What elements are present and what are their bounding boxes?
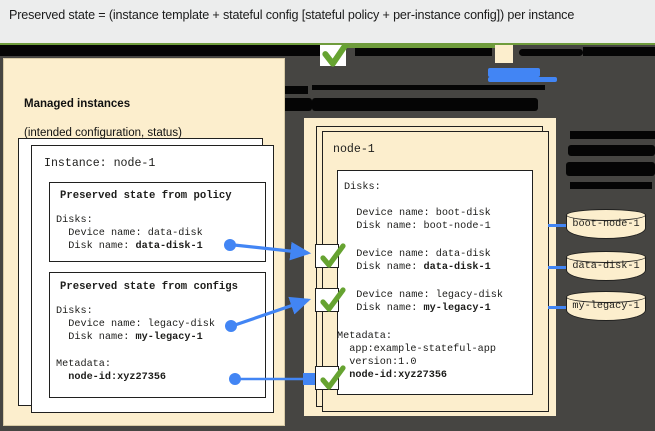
disk-label: data-disk-1 xyxy=(572,261,640,272)
configs-box-metadata-label: Metadata: xyxy=(56,359,112,370)
node-metadata-version: version:1.0 xyxy=(337,357,417,368)
policy-box-disks-label: Disks: xyxy=(56,215,93,226)
green-rule xyxy=(330,44,502,48)
node-card-heading: node-1 xyxy=(333,143,375,156)
policy-box-disk-name-value: data-disk-1 xyxy=(135,241,203,252)
node-legacy-disk-value: my-legacy-1 xyxy=(423,303,491,314)
redacted-bar xyxy=(312,85,545,90)
configs-box-disk-name-label: Disk name: xyxy=(56,332,136,343)
configs-box-device-name: Device name: legacy-disk xyxy=(56,319,215,330)
disk-label: my-legacy-1 xyxy=(572,301,640,312)
redacted-bar xyxy=(566,162,655,176)
node-data-disk-label: Disk name: xyxy=(344,262,424,273)
disk-link-boot xyxy=(548,224,570,227)
disk-top xyxy=(566,291,646,303)
policy-box-title: Preserved state from policy xyxy=(60,190,232,202)
redacted-bar xyxy=(0,45,338,56)
node-legacy-disk-row: Disk name: my-legacy-1 xyxy=(344,302,491,315)
node-data-device: Device name: data-disk xyxy=(344,249,491,260)
policy-box-device-name: Device name: data-disk xyxy=(56,228,203,239)
node-boot-device: Device name: boot-disk xyxy=(344,208,491,219)
cream-chip xyxy=(495,45,513,63)
disk-top xyxy=(566,209,646,221)
redacted-bar xyxy=(570,182,652,189)
redacted-bar xyxy=(570,131,655,139)
configs-box-metadata-value: node-id:xyz27356 xyxy=(56,372,167,383)
node-data-disk-row: Disk name: data-disk-1 xyxy=(344,261,491,274)
check-badge-metadata xyxy=(315,365,346,390)
node-metadata-label: Metadata: xyxy=(337,331,393,342)
header-band xyxy=(0,0,655,45)
redacted-bar xyxy=(583,47,655,56)
check-badge-data-disk xyxy=(315,243,346,268)
disk-cylinder-data-disk-1: data-disk-1 xyxy=(566,251,646,283)
configs-box-disk-name-row: Disk name: my-legacy-1 xyxy=(56,331,203,344)
policy-box-disk-name-label: Disk name: xyxy=(56,241,136,252)
instance-card-heading: Instance: node-1 xyxy=(44,157,156,170)
header-caption: Preserved state = (instance template + s… xyxy=(9,8,575,22)
check-badge-legacy-disk xyxy=(315,287,346,312)
blue-highlight xyxy=(488,77,557,82)
disk-label: boot-node-1 xyxy=(572,219,640,230)
disk-link-legacy xyxy=(548,306,570,309)
configs-box-disks-label: Disks: xyxy=(56,306,93,317)
policy-box-disk-name-row: Disk name: data-disk-1 xyxy=(56,240,203,253)
configs-box-disk-name-value: my-legacy-1 xyxy=(135,332,203,343)
redacted-bar xyxy=(568,145,655,156)
node-disks-label: Disks: xyxy=(344,182,381,193)
node-data-disk-value: data-disk-1 xyxy=(423,262,491,273)
redacted-bar xyxy=(312,98,538,111)
configs-box-title: Preserved state from configs xyxy=(60,281,239,293)
node-legacy-disk-label: Disk name: xyxy=(344,303,424,314)
redacted-bar xyxy=(355,47,492,56)
disk-cylinder-boot-node-1: boot-node-1 xyxy=(566,209,646,241)
disk-cylinder-my-legacy-1: my-legacy-1 xyxy=(566,291,646,323)
managed-instances-heading: Managed instances xyxy=(24,97,131,110)
node-legacy-device: Device name: legacy-disk xyxy=(344,290,503,301)
node-metadata-nodeid: node-id:xyz27356 xyxy=(337,370,448,381)
redacted-bar xyxy=(519,49,583,56)
disk-link-data xyxy=(548,266,570,269)
blue-highlight xyxy=(488,68,540,77)
node-disks-box xyxy=(337,170,533,395)
disk-top xyxy=(566,251,646,263)
managed-instances-subheading: (intended configuration, status) xyxy=(24,126,182,139)
node-boot-disk: Disk name: boot-node-1 xyxy=(344,221,491,232)
node-metadata-app: app:example-stateful-app xyxy=(337,344,496,355)
